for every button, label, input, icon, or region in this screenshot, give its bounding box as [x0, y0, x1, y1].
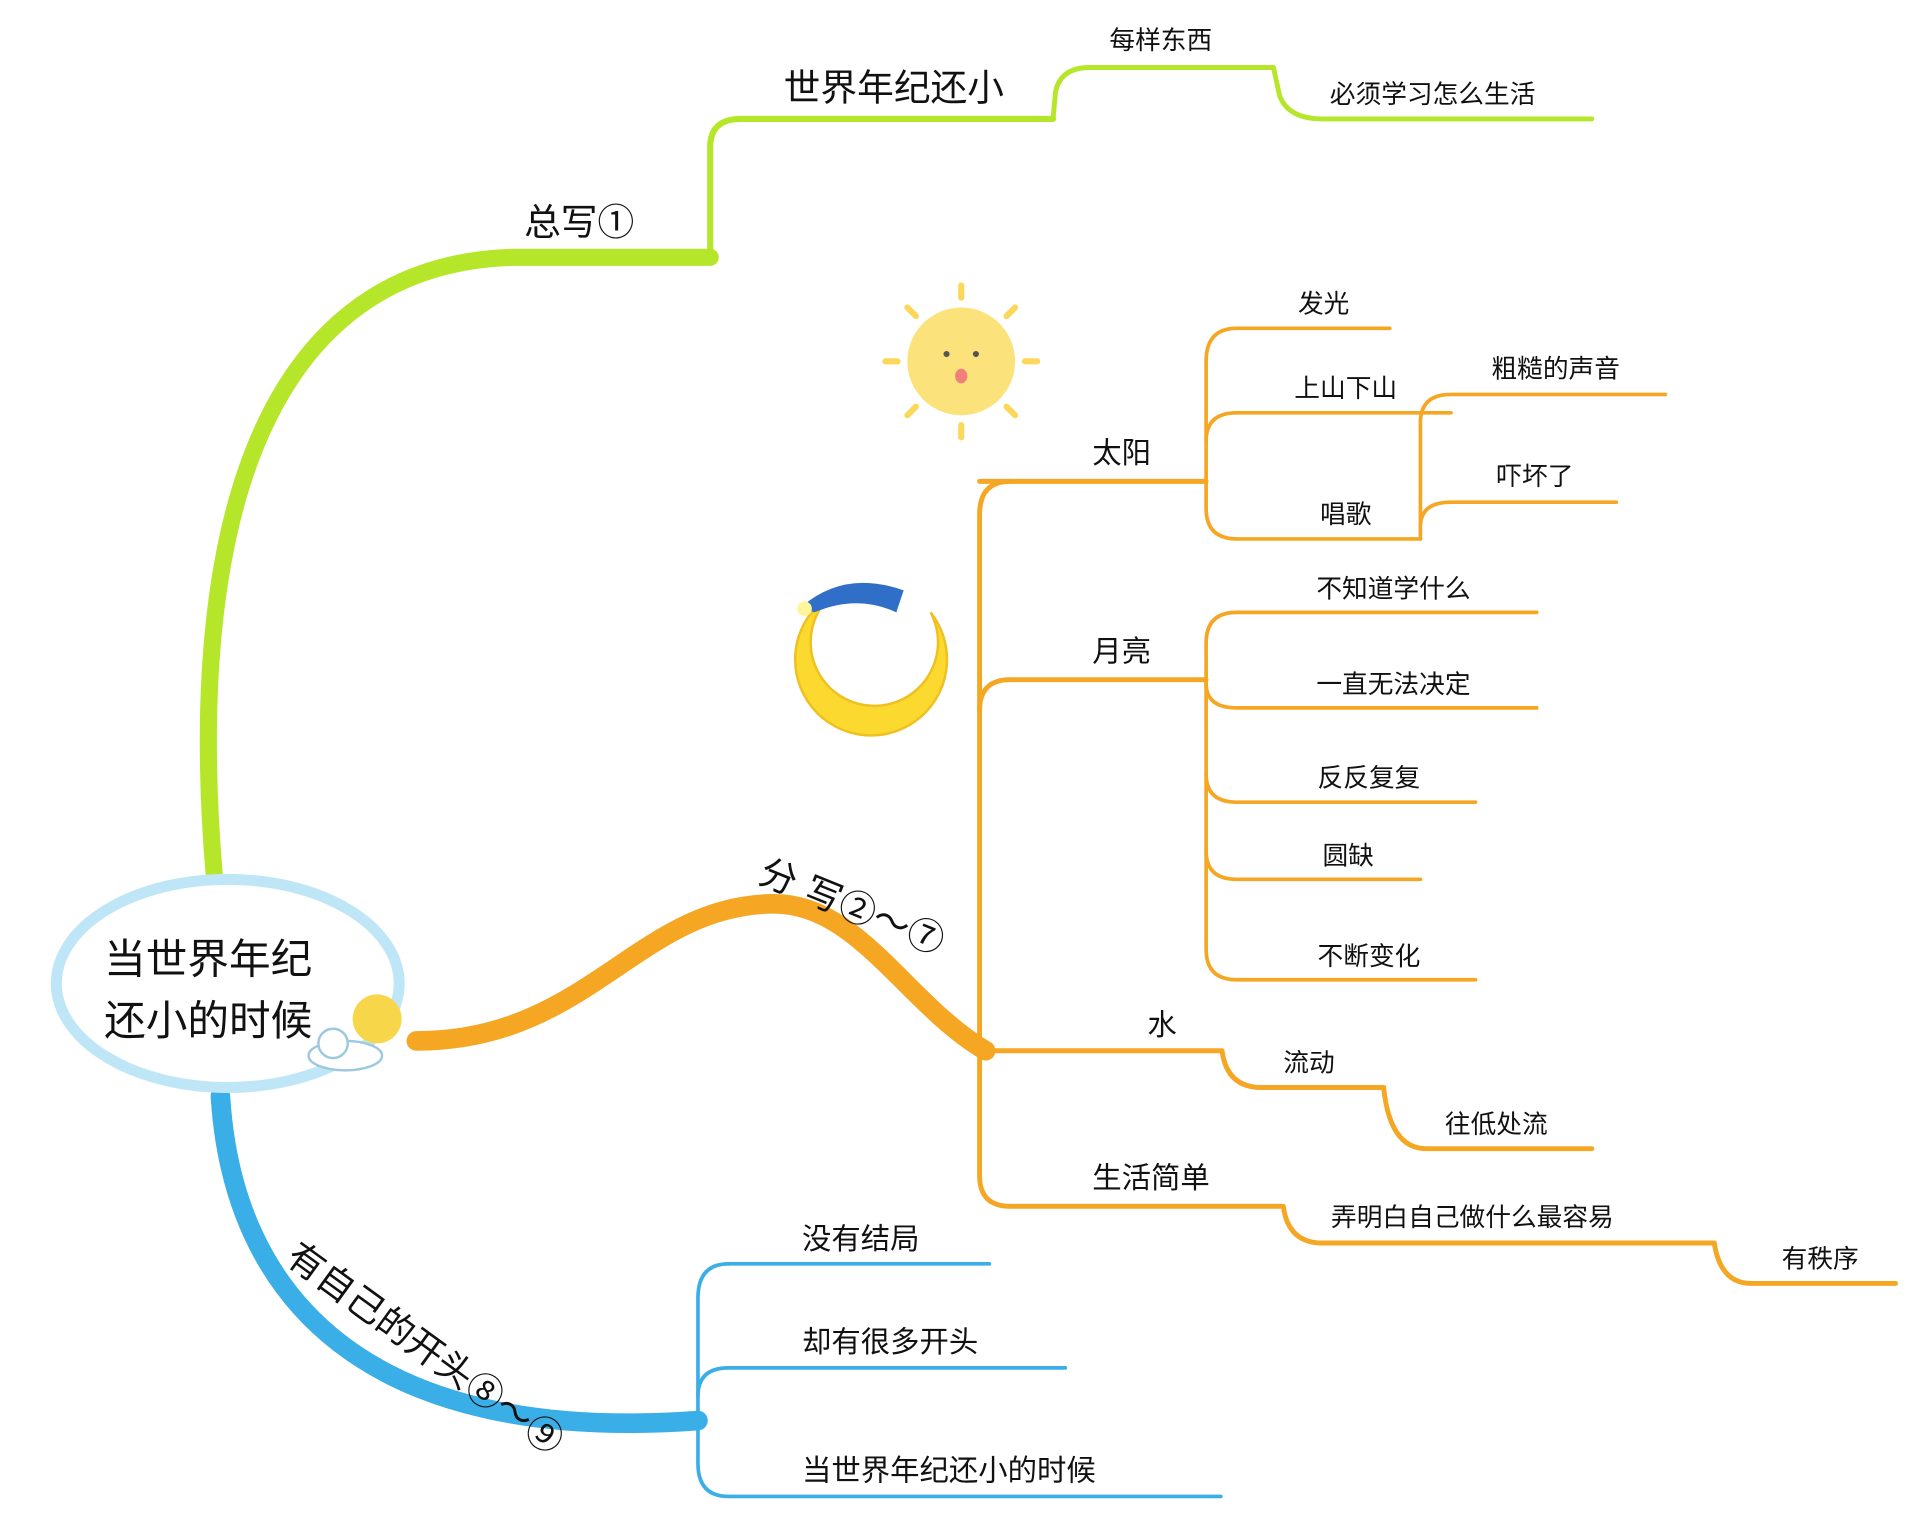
moon-c4: 圆缺 — [1322, 842, 1373, 872]
moon-c1: 不知道学什么 — [1316, 575, 1470, 605]
ending-c2-line — [696, 1366, 1068, 1398]
moon-label: 月亮 — [1092, 634, 1151, 668]
intro-label: 总写① — [524, 201, 634, 244]
ending-c3: 当世界年纪还小的时候 — [802, 1454, 1096, 1488]
moon-c3: 反反复复 — [1318, 763, 1421, 793]
life-c2: 有秩序 — [1782, 1244, 1859, 1274]
life-c1: 弄明白自己做什么最容易 — [1331, 1203, 1614, 1233]
moon-c5: 不断变化 — [1318, 942, 1421, 972]
body-main-connector — [406, 894, 996, 1061]
ending-label: 有自己的开头⑧～⑨ — [279, 1234, 572, 1463]
root-line-2: 还小的时候 — [104, 996, 312, 1045]
sun-c1: 发光 — [1298, 289, 1349, 319]
sun-c2-line — [1204, 410, 1453, 443]
cloud-icon — [307, 994, 402, 1072]
intro-leaf-2: 必须学习怎么生活 — [1330, 80, 1536, 110]
intro-connector — [707, 115, 1057, 263]
ending-main-connector — [210, 1086, 708, 1434]
ending-c2: 却有很多开头 — [802, 1325, 978, 1359]
sun-label: 太阳 — [1092, 436, 1151, 470]
life-label: 生活简单 — [1092, 1161, 1210, 1195]
moon-c2-line — [1204, 681, 1539, 710]
ending-c1: 没有结局 — [802, 1222, 920, 1256]
water-label: 水 — [1147, 1008, 1176, 1042]
intro-leaf-connector-2 — [1271, 65, 1595, 122]
moon-connector — [977, 677, 1209, 713]
root-line-1: 当世界年纪 — [104, 935, 312, 984]
life-connector — [1007, 1203, 1898, 1286]
water-c2: 往低处流 — [1445, 1110, 1548, 1140]
moon-c3-line — [1204, 772, 1478, 805]
moon-icon — [793, 582, 949, 737]
intro-main-connector — [199, 248, 719, 885]
sun-c2: 上山下山 — [1294, 374, 1397, 404]
intro-leaf-connector-1 — [1050, 65, 1276, 122]
moon-c4-line — [1204, 849, 1423, 882]
sun-c3a: 粗糙的声音 — [1491, 354, 1620, 384]
sun-icon — [882, 282, 1041, 441]
intro-leaf-1: 每样东西 — [1109, 26, 1212, 56]
branch-intro: 总写① 世界年纪还小 每样东西 必须学习怎么生活 — [199, 26, 1595, 885]
moon-subtrunk — [1204, 610, 1478, 982]
branch-body: 太阳 发光 上山下山 唱歌 粗糙的声音 吓坏了 月亮 不知道学什么 一直无法决定… — [406, 289, 1898, 1286]
moon-c2: 一直无法决定 — [1316, 670, 1470, 700]
water-c1: 流动 — [1283, 1049, 1334, 1079]
sun-c3: 唱歌 — [1320, 500, 1372, 530]
sun-c3-subtrunk — [1418, 392, 1668, 541]
root-node[interactable]: 当世界年纪 还小的时候 — [50, 873, 405, 1093]
ending-trunk — [696, 1261, 1223, 1499]
branch-ending: 没有结局 却有很多开头 当世界年纪还小的时候 有自己的开头⑧～⑨ — [210, 1086, 1223, 1499]
sun-c3b: 吓坏了 — [1496, 462, 1573, 492]
water-connector — [977, 1048, 1595, 1152]
body-trunk — [977, 478, 1013, 1209]
sun-subtrunk — [1204, 326, 1423, 541]
intro-child: 世界年纪还小 — [784, 67, 1004, 110]
